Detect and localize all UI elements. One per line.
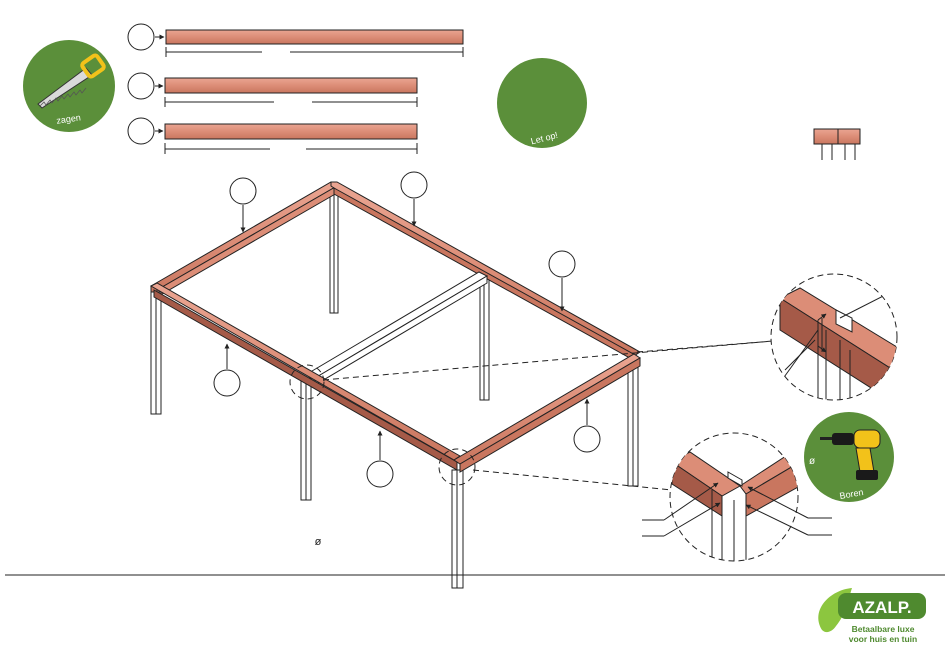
part-number-bubble xyxy=(128,118,154,144)
joint-detail-bottom xyxy=(642,433,832,562)
dimension-line xyxy=(165,143,417,154)
diameter-note: ø xyxy=(315,536,322,548)
dimension-line xyxy=(165,97,417,107)
beam-part-medium xyxy=(165,78,417,93)
saw-badge: zagen xyxy=(23,40,115,132)
post-front-corner xyxy=(452,470,463,588)
post-front-middle xyxy=(301,378,311,500)
post-back-middle xyxy=(480,278,489,400)
joint-detail-small xyxy=(814,129,860,160)
brand-logo: AZALP. Betaalbare luxe voor huis en tuin xyxy=(818,588,926,644)
brand-tagline-line2: voor huis en tuin xyxy=(849,634,917,644)
post-right xyxy=(628,362,638,486)
beam-part-short xyxy=(165,124,417,139)
dimension-line xyxy=(166,47,463,57)
part-number-bubble xyxy=(128,24,154,50)
part-number-bubble xyxy=(128,73,154,99)
parts-list xyxy=(128,24,463,154)
post-back-left xyxy=(330,190,338,313)
note-badge: Let op! xyxy=(497,58,587,148)
post-left xyxy=(151,292,161,414)
beam-part-long xyxy=(166,30,463,44)
brand-name: AZALP. xyxy=(852,598,911,617)
brand-tagline-line1: Betaalbare luxe xyxy=(852,624,915,634)
drill-badge: ø Boren xyxy=(804,412,894,502)
drill-diameter-symbol: ø xyxy=(809,456,815,467)
joint-detail-top xyxy=(771,274,910,400)
